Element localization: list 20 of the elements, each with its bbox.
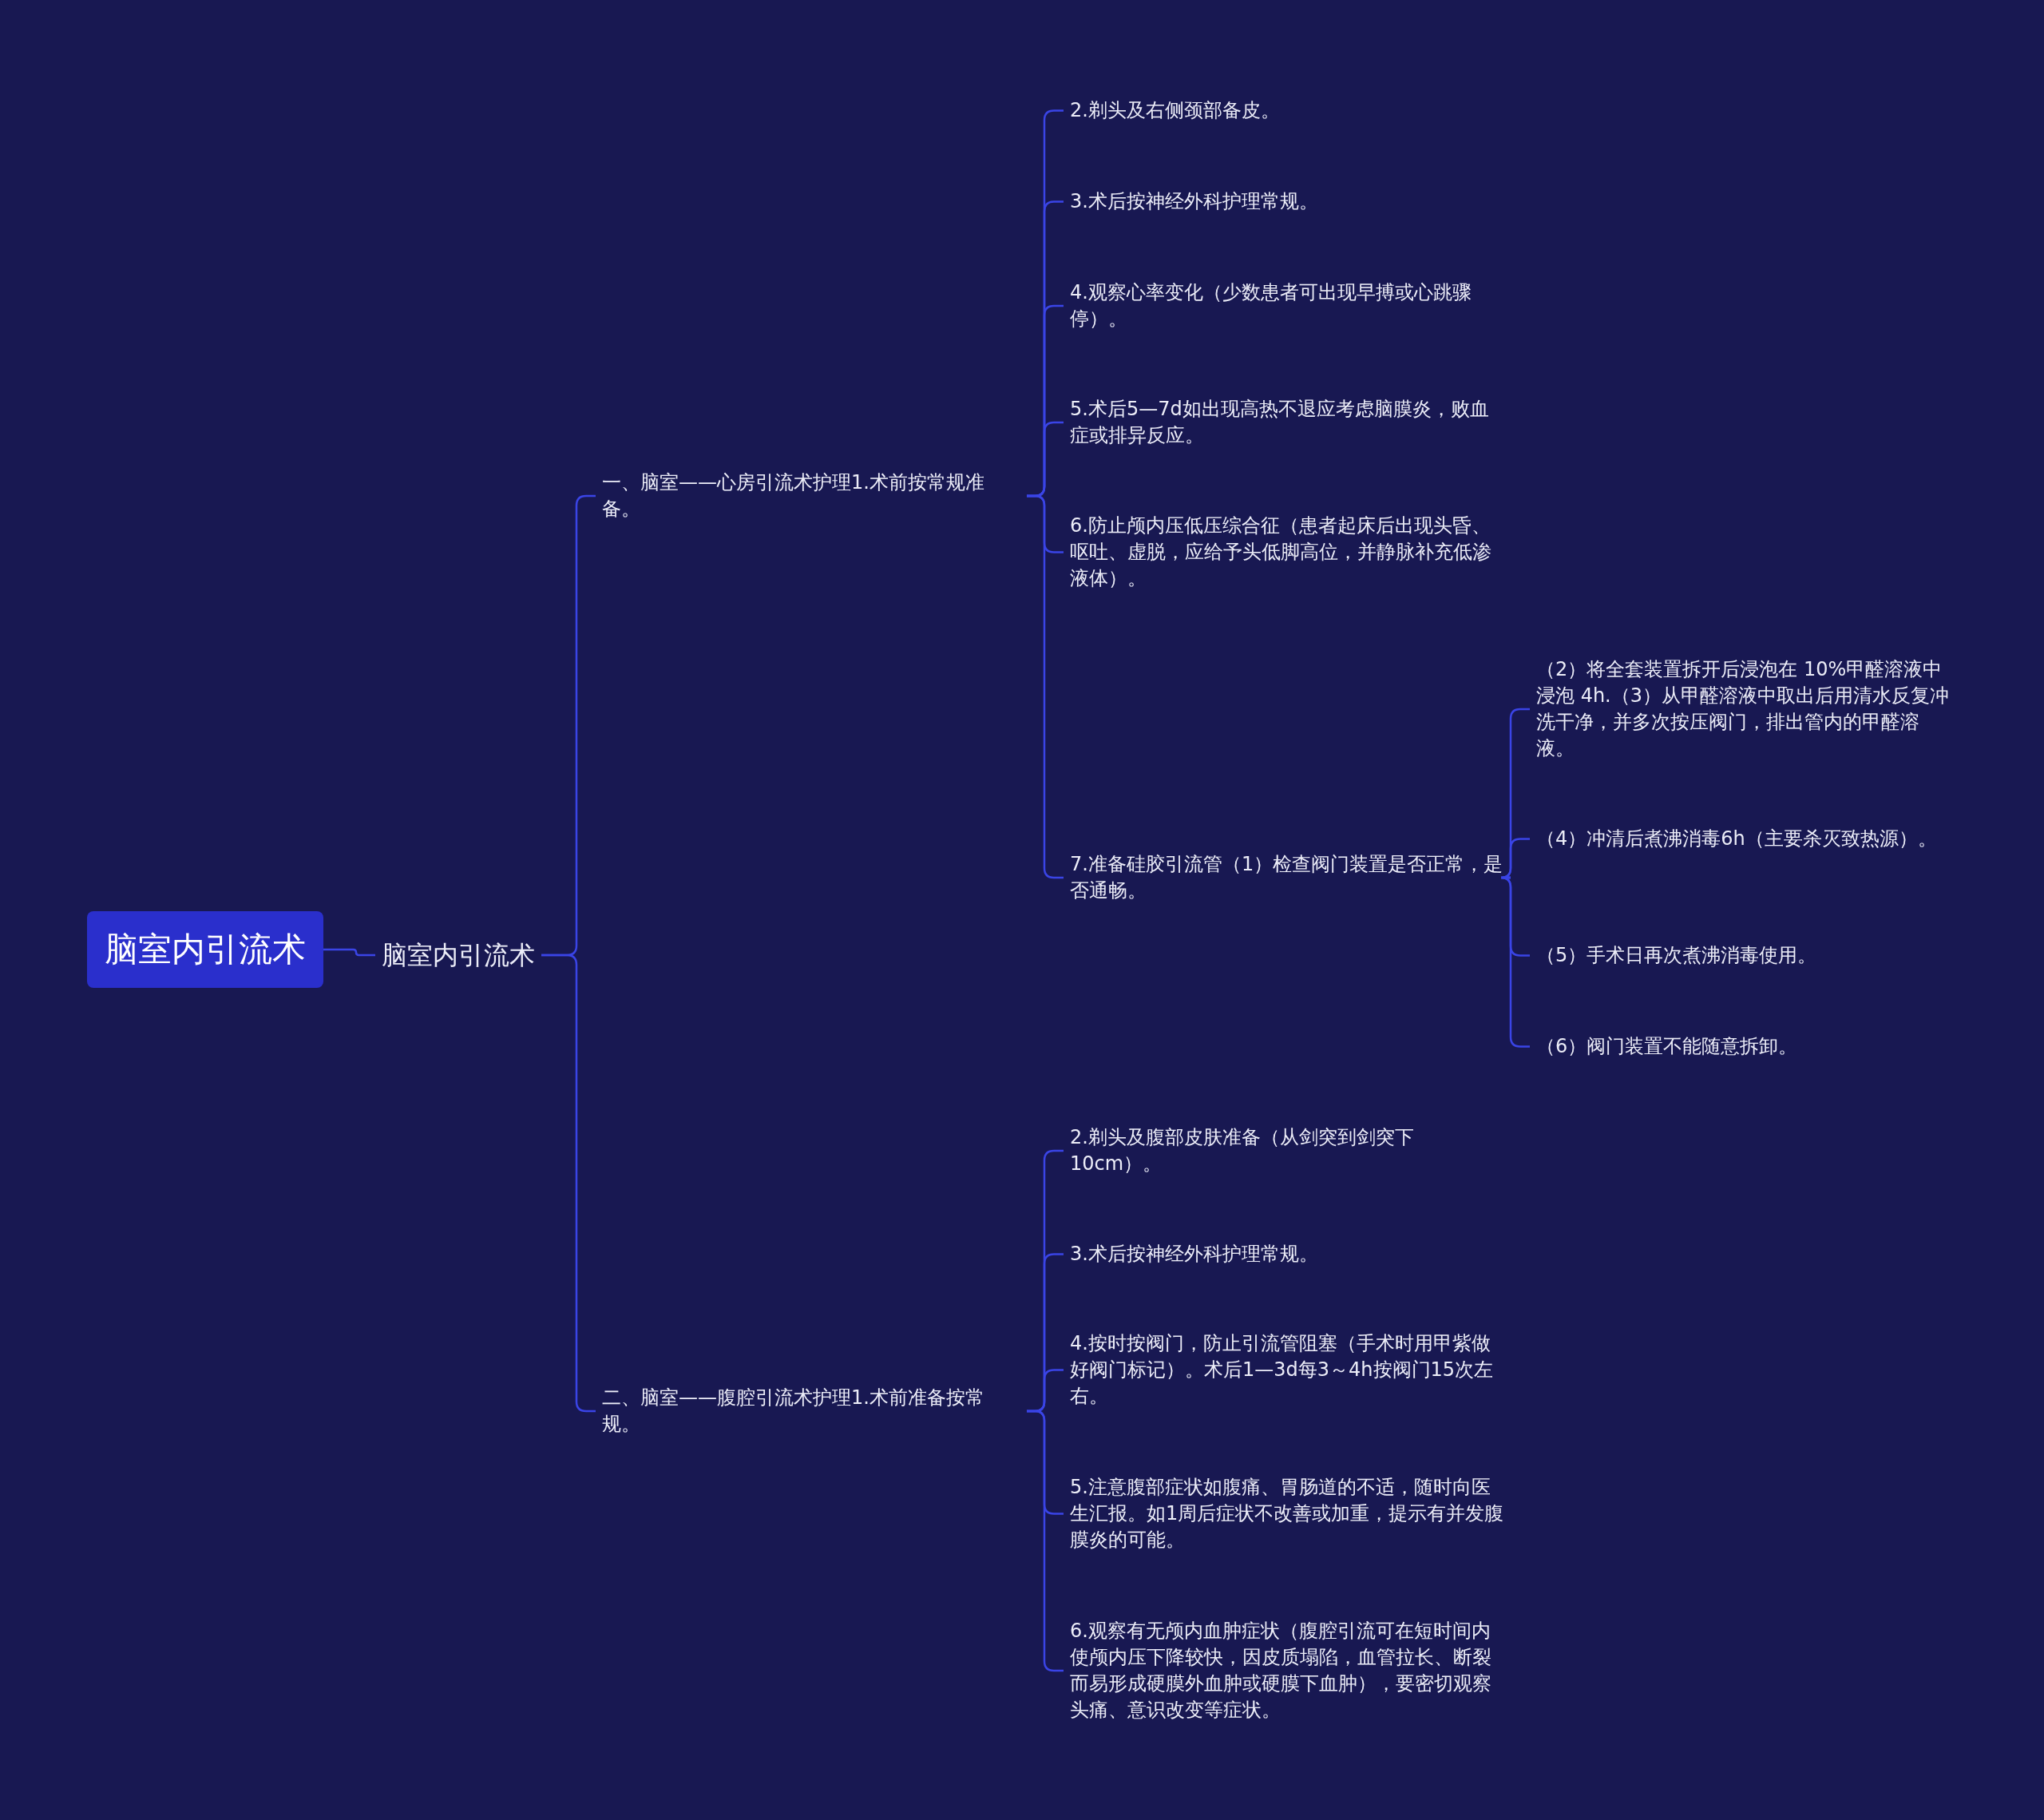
topic-text: 一、脑室——心房引流术护理1.术前按常规准备。 [596,466,1027,525]
topic-text: 2.剃头及右侧颈部备皮。 [1064,94,1511,127]
topic-text: （2）将全套装置拆开后浸泡在 10%甲醛溶液中浸泡 4h.（3）从甲醛溶液中取出后用清水反复冲洗干净，并多次按压阀门，排出管内的甲醛溶液。 [1530,653,1961,765]
topic-text: 4.观察心率变化（少数患者可出现早搏或心跳骤停）。 [1064,276,1511,335]
topic-text: 7.准备硅胶引流管（1）检查阀门装置是否正常，是否通畅。 [1064,848,1511,907]
topic-text: 6.观察有无颅内血肿症状（腹腔引流可在短时间内使颅内压下降较快，因皮质塌陷，血管拉长、断裂而易形成硬膜外血肿或硬膜下血肿），要密切观察头痛、意识改变等症状。 [1064,1615,1511,1727]
topic-text: 二、脑室——腹腔引流术护理1.术前准备按常规。 [596,1382,1027,1441]
topic-text: 5.注意腹部症状如腹痛、胃肠道的不适，随时向医生汇报。如1周后症状不改善或加重，提示有并发腹膜炎的可能。 [1064,1471,1511,1556]
topic-text: 2.剃头及腹部皮肤准备（从剑突到剑突下10cm）。 [1064,1121,1511,1180]
root-topic-box: 脑室内引流术 [87,911,323,988]
topic-text: 脑室内引流术 [375,934,541,976]
topic-text: （4）冲清后煮沸消毒6h（主要杀灭致热源）。 [1530,823,1961,855]
topic-text: 4.按时按阀门，防止引流管阻塞（手术时用甲紫做好阀门标记）。术后1—3d每3～4h按阀门15次左右。 [1064,1327,1511,1413]
topic-text: 5.术后5—7d如出现高热不退应考虑脑膜炎，败血症或排异反应。 [1064,393,1511,452]
connector-line [323,948,375,957]
topic-text: （5）手术日再次煮沸消毒使用。 [1530,939,1961,972]
topic-text: （6）阀门装置不能随意拆卸。 [1530,1030,1961,1063]
topic-text: 6.防止颅内压低压综合征（患者起床后出现头昏、呕吐、虚脱，应给予头低脚高位，并静脉补充低渗液体）。 [1064,510,1511,595]
topic-text: 3.术后按神经外科护理常规。 [1064,185,1511,218]
topic-text: 3.术后按神经外科护理常规。 [1064,1238,1511,1271]
